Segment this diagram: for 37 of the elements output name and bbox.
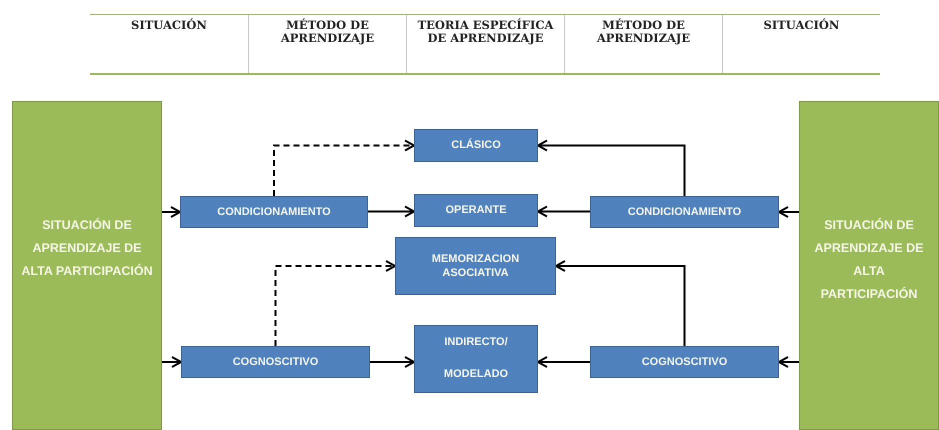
column-header: SITUACIÓN xyxy=(131,19,207,32)
arrow xyxy=(778,356,799,368)
arrow xyxy=(368,206,415,218)
arrow xyxy=(537,356,590,368)
column-header: MÉTODO DE APRENDIZAJE xyxy=(596,19,692,46)
column-header: MÉTODO DE APRENDIZAJE xyxy=(280,19,376,46)
node-label: COGNOSCITIVO xyxy=(642,354,728,370)
node-label: OPERANTE xyxy=(445,203,507,218)
node-label: COGNOSCITIVO xyxy=(232,354,318,370)
arrow xyxy=(162,206,181,218)
arrow xyxy=(274,260,396,346)
node-label: SITUACIÓN DE APRENDIZAJE DE ALTA PARTICIPACIÓN xyxy=(813,216,925,304)
arrow xyxy=(537,206,590,218)
node-label: SITUACIÓN DE APRENDIZAJE DE ALTA PARTICIPACIÓN xyxy=(20,216,154,280)
process-box xyxy=(181,346,370,378)
process-box xyxy=(414,194,538,227)
process-box xyxy=(590,346,779,378)
node-label: CLÁSICO xyxy=(451,138,501,153)
node-label: INDIRECTO/ MODELADO xyxy=(442,335,510,382)
process-box xyxy=(414,325,538,393)
situation-panel xyxy=(12,101,162,430)
arrow xyxy=(162,356,182,368)
process-box xyxy=(395,237,556,295)
process-box xyxy=(180,196,368,228)
column-header: SITUACIÓN xyxy=(764,19,840,32)
process-box xyxy=(590,196,779,228)
arrow xyxy=(778,206,799,218)
node-label: CONDICIONAMIENTO xyxy=(628,204,742,220)
column-header: TEORIA ESPECÍFICA DE APRENDIZAJE xyxy=(416,19,554,46)
process-box xyxy=(414,129,538,162)
node-label: CONDICIONAMIENTO xyxy=(217,204,331,220)
arrow xyxy=(555,260,686,346)
node-label: MEMORIZACION ASOCIATIVA xyxy=(430,252,520,280)
situation-panel xyxy=(799,101,939,430)
arrow xyxy=(370,356,415,368)
arrow xyxy=(273,140,415,196)
arrow xyxy=(537,140,686,196)
